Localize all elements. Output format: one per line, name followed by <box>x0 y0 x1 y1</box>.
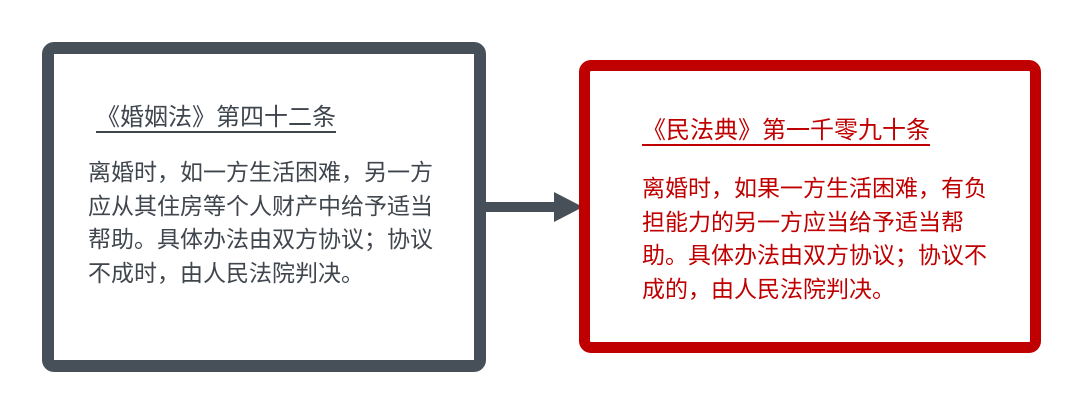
new-law-text: 离婚时，如果一方生活困难，有负担能力的另一方应当给予适当帮助。具体办法由双方协议… <box>642 176 987 303</box>
old-law-text: 离婚时，如一方生活困难，另一方应从其住房等个人财产中给予适当帮助。具体办法由双方… <box>88 160 433 287</box>
arrow-head-icon <box>554 192 583 222</box>
new-law-title: 《民法典》第一千零九十条 <box>642 116 930 144</box>
old-law-title: 《婚姻法》第四十二条 <box>96 103 336 131</box>
old-law-box: 《婚姻法》第四十二条 离婚时，如一方生活困难，另一方应从其住房等个人财产中给予适… <box>42 42 486 372</box>
new-law-box: 《民法典》第一千零九十条 离婚时，如果一方生活困难，有负担能力的另一方应当给予适… <box>579 60 1041 353</box>
